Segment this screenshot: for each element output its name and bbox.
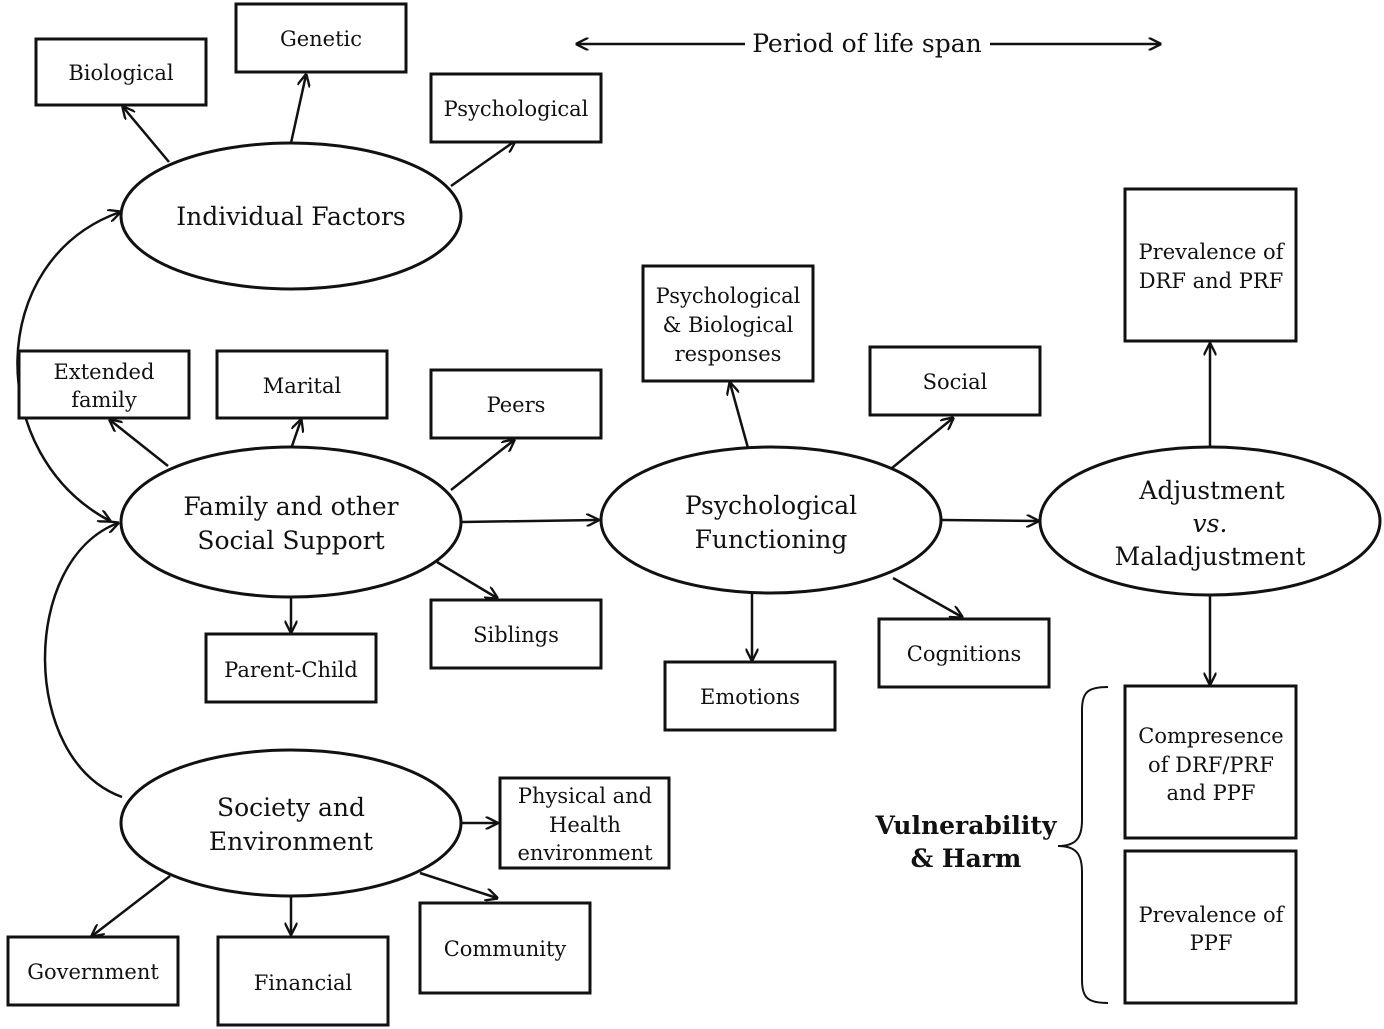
psych-bio-responses-label-line2: & Biological (663, 313, 794, 337)
arrow-to-peers (450, 440, 514, 491)
compresence-label-line2: of DRF/PRF (1148, 753, 1274, 777)
psychological-functioning-node (599, 445, 943, 595)
individual-factors-label: Individual Factors (176, 202, 405, 231)
psych-bio-responses-box (641, 264, 815, 383)
arrow-to-biological (123, 107, 170, 163)
cognitions-box (877, 617, 1051, 689)
psychological-functioning-label-line2: Functioning (695, 525, 848, 554)
society-environment-group: Society and Environment Physical and Hea… (6, 748, 671, 1027)
vulnerability-brace (1057, 686, 1109, 1004)
community-box (418, 901, 592, 995)
physical-health-label-line2: Health (549, 813, 621, 837)
prevalence-ppf-box (1123, 849, 1298, 1005)
marital-label: Marital (263, 374, 342, 398)
adjustment-label-line2: vs. (1193, 509, 1228, 538)
cognitions-label: Cognitions (907, 642, 1022, 666)
parent-child-label: Parent-Child (224, 658, 358, 682)
adjustment-group: Adjustment vs. Maladjustment Prevalence … (1038, 187, 1382, 1005)
community-label: Community (444, 937, 567, 961)
prevalence-ppf-label-line1: Prevalence of (1139, 903, 1286, 927)
marital-box (215, 349, 389, 420)
family-support-label-line2: Social Support (197, 526, 384, 555)
arrow-to-genetic (289, 75, 306, 144)
family-support-group: Family and other Social Support Extended… (17, 349, 603, 704)
social-box (868, 345, 1042, 417)
arrow-to-social (891, 418, 953, 469)
society-environment-label-line1: Society and (217, 793, 365, 822)
society-environment-node (119, 748, 463, 898)
connectors (16, 75, 1210, 1004)
curve-society-family (43, 523, 123, 799)
psychological-functioning-group: Psychological Functioning Psychological … (599, 264, 1051, 732)
arrow-to-community (419, 871, 497, 898)
life-span-label: Period of life span (752, 29, 982, 58)
prevalence-drf-prf-box (1123, 187, 1298, 343)
individual-factors-group: Individual Factors Biological Genetic Ps… (34, 2, 603, 291)
arrow-to-siblings (436, 560, 497, 598)
extended-family-label-line2: family (71, 388, 137, 412)
emotions-box (663, 660, 837, 732)
government-box (6, 935, 180, 1007)
emotions-label: Emotions (700, 685, 800, 709)
life-span-header: Period of life span (577, 29, 1160, 58)
physical-health-label-line1: Physical and (518, 784, 652, 808)
extended-family-label-line1: Extended (54, 360, 155, 384)
arrow-to-government (92, 875, 171, 936)
psych-bio-responses-label-line3: responses (675, 342, 782, 366)
society-environment-label-line2: Environment (209, 827, 373, 856)
vulnerability-label-line1: Vulnerability (875, 811, 1058, 840)
biological-label: Biological (68, 61, 174, 85)
arrow-to-cognitions (892, 576, 962, 617)
prevalence-ppf-label-line2: PPF (1190, 931, 1233, 955)
individual-factors-node (119, 141, 463, 291)
biological-box (34, 37, 208, 107)
psychological-functioning-label-line1: Psychological (685, 491, 857, 520)
arrow-family-to-functioning (461, 520, 598, 522)
physical-health-box (498, 776, 671, 870)
arrow-to-psychological (450, 141, 515, 188)
financial-label: Financial (254, 971, 353, 995)
psychological-label: Psychological (444, 97, 589, 121)
compresence-label-line1: Compresence (1138, 724, 1283, 748)
arrow-to-marital (290, 420, 301, 447)
genetic-box (234, 2, 408, 74)
arrow-functioning-to-adjustment (941, 520, 1038, 521)
parent-child-box (204, 632, 378, 704)
psychological-box (429, 72, 603, 144)
family-support-label-line1: Family and other (183, 492, 398, 521)
financial-box (216, 935, 390, 1027)
family-support-node (119, 445, 463, 599)
government-label: Government (27, 960, 159, 984)
adjustment-label-line1: Adjustment (1138, 476, 1284, 505)
genetic-label: Genetic (280, 27, 362, 51)
adjustment-label-line3: Maladjustment (1115, 542, 1306, 571)
prevalence-drf-prf-label-line1: Prevalence of (1139, 240, 1286, 264)
peers-box (429, 368, 603, 440)
physical-health-label-line3: environment (517, 841, 653, 865)
compresence-box (1123, 684, 1298, 840)
psych-bio-responses-label-line1: Psychological (656, 284, 801, 308)
siblings-label: Siblings (473, 623, 559, 647)
compresence-label-line3: and PPF (1167, 781, 1256, 805)
social-label: Social (923, 370, 988, 394)
siblings-box (429, 598, 603, 670)
vulnerability-label-line2: & Harm (911, 844, 1022, 873)
prevalence-drf-prf-label-line2: DRF and PRF (1139, 269, 1284, 293)
arrow-to-extended-family (110, 420, 169, 467)
adjustment-node (1038, 445, 1382, 597)
arrow-to-responses (730, 383, 750, 449)
vulnerability-harm-group: Vulnerability & Harm (875, 811, 1058, 873)
extended-family-box (17, 349, 191, 420)
peers-label: Peers (487, 393, 546, 417)
